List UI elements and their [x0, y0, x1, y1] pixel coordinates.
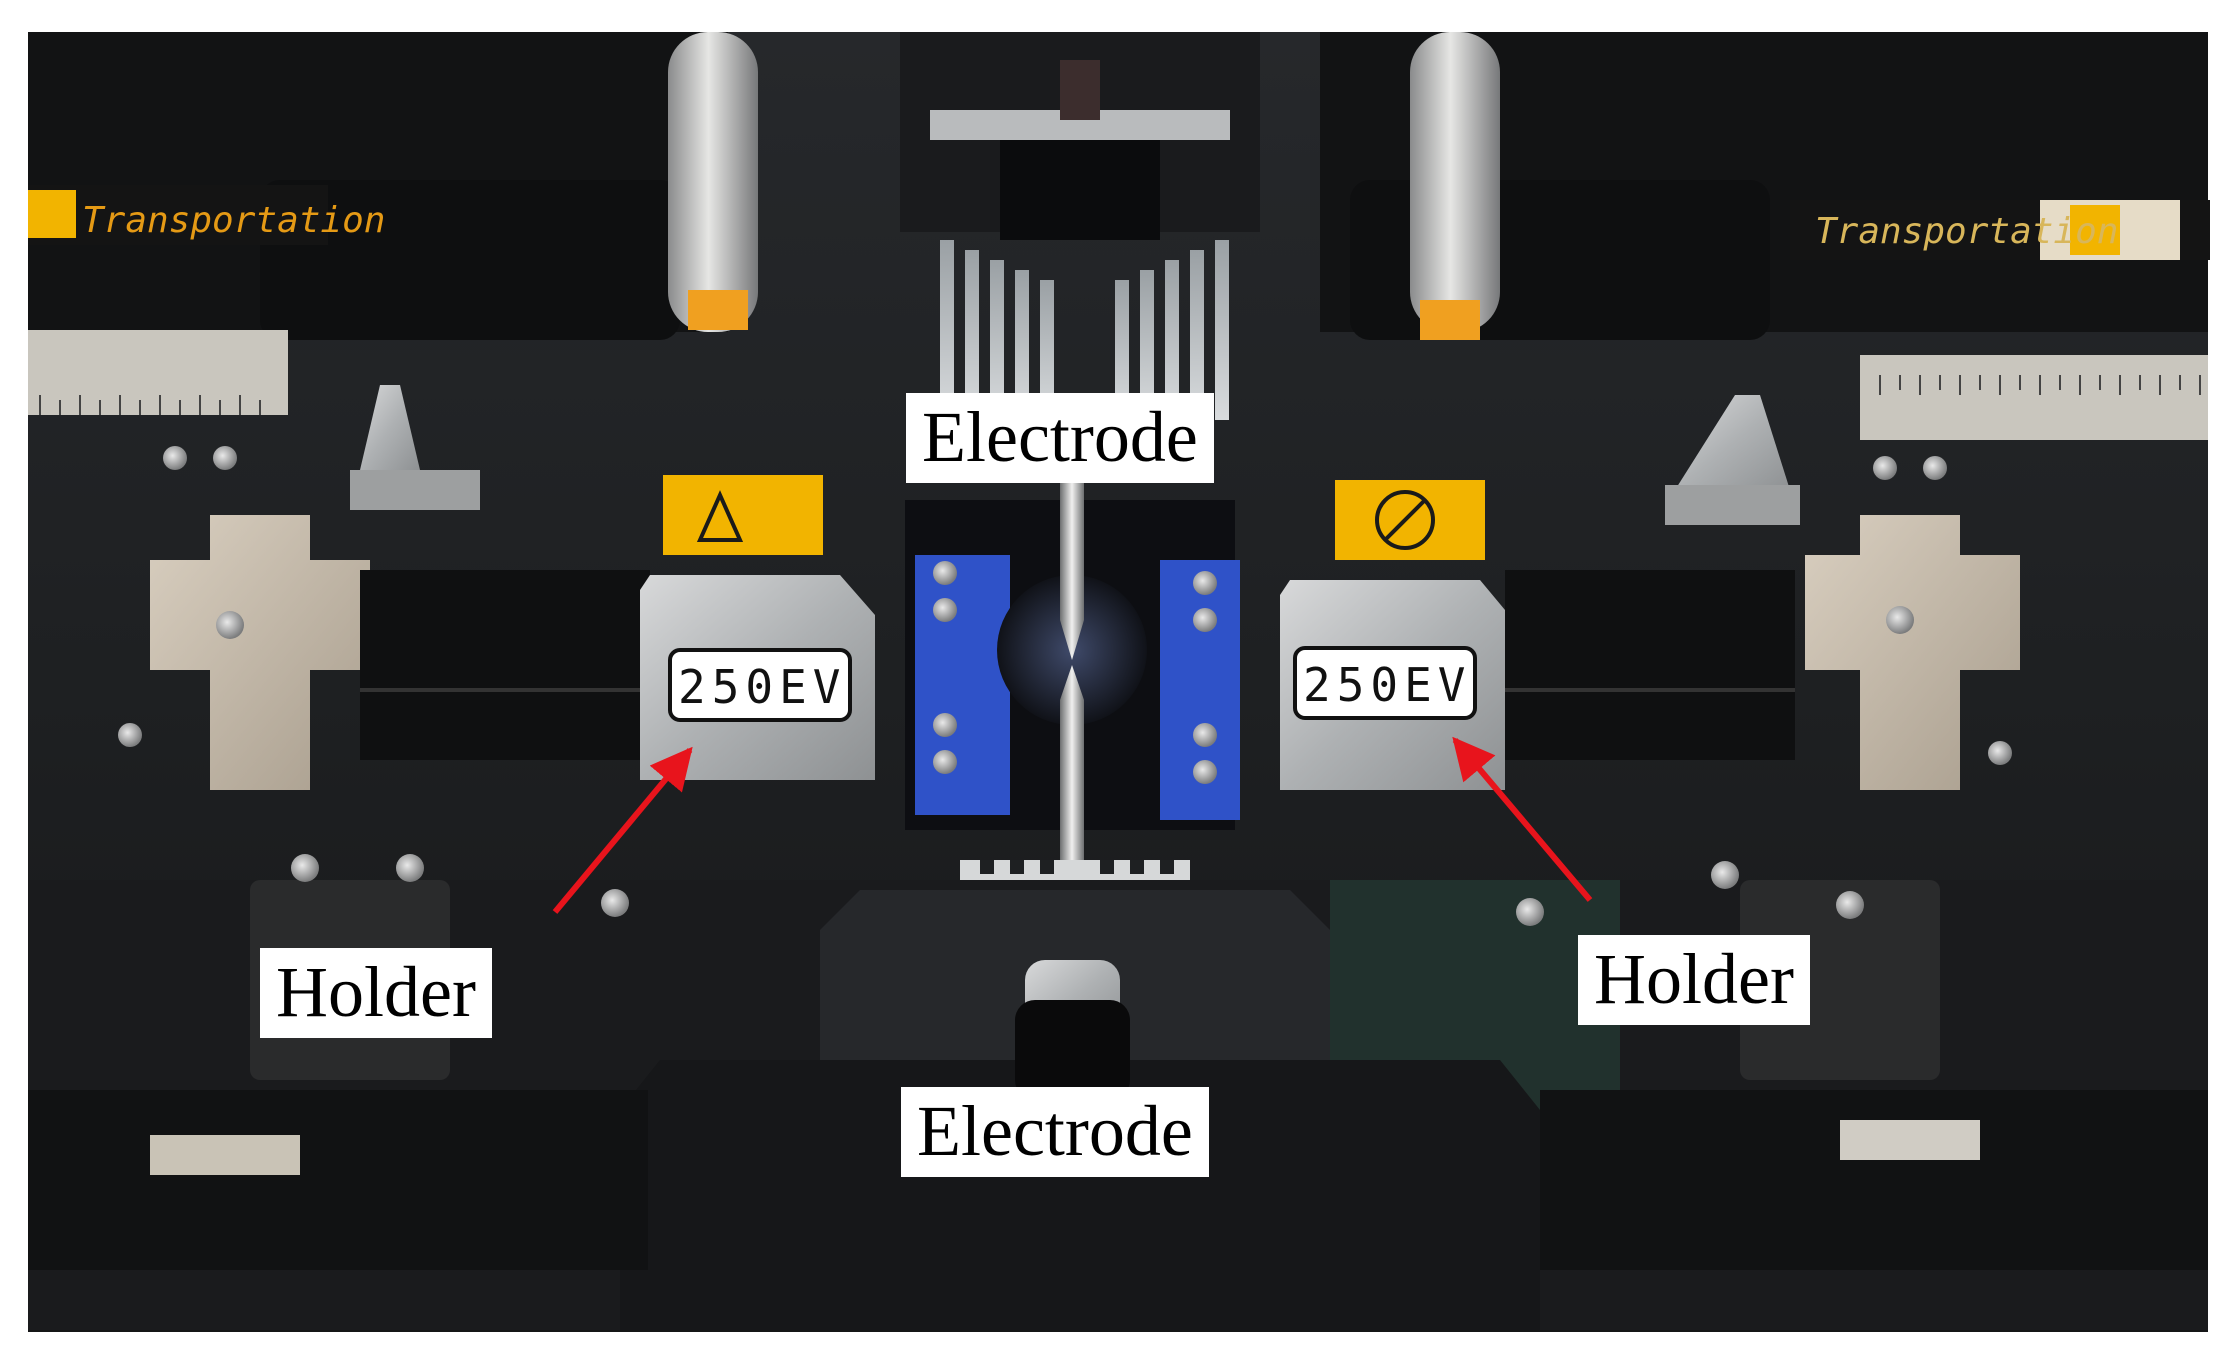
label-holder-right: Holder [1578, 935, 1810, 1025]
holder-plate-left-text: 250EV [678, 660, 846, 714]
label-electrode-bottom: Electrode [901, 1087, 1209, 1177]
arrow-to-left-holder [552, 746, 693, 914]
transportation-sticker-right: Transportation [1815, 211, 2118, 252]
arrow-to-right-holder [1452, 736, 1593, 902]
label-holder-left: Holder [260, 948, 492, 1038]
transportation-sticker-left: Transportation [82, 200, 385, 241]
holder-plate-right-text: 250EV [1303, 658, 1471, 712]
label-electrode-top: Electrode [906, 393, 1214, 483]
